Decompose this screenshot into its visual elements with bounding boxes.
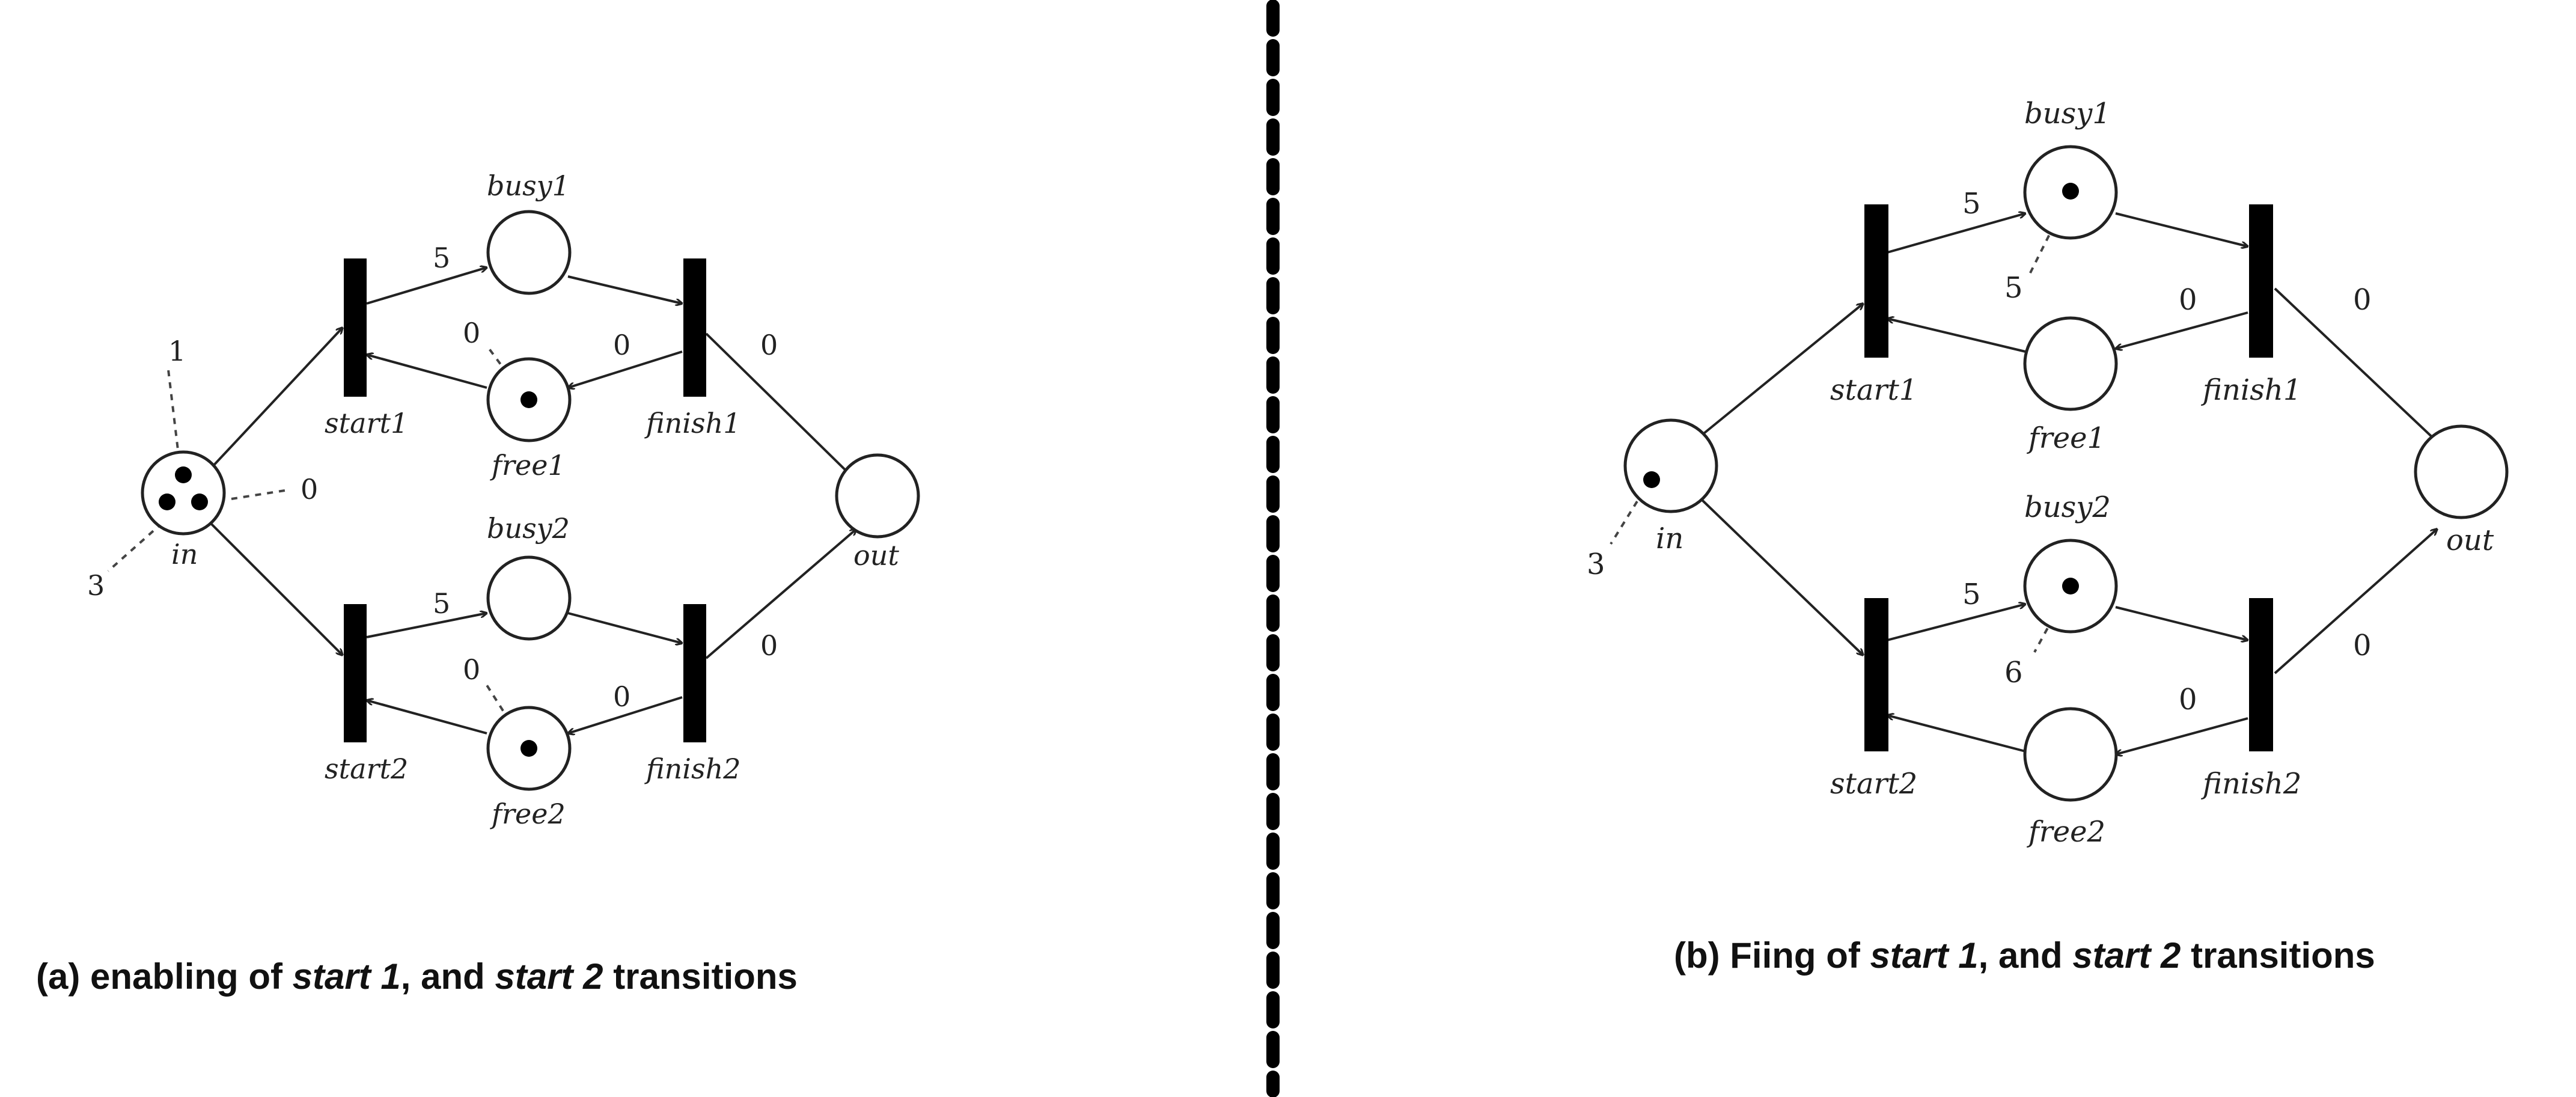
place-in [141,450,226,536]
diagram-b: in busy1 free1 busy2 free2 out start1 fi… [1587,97,2509,976]
arc-in-start1 [209,328,343,470]
arc-finish1-free1 [568,350,683,388]
arc-finish1-free1 [2116,311,2248,349]
transition-finish1 [683,258,706,397]
arc-free1-start1 [367,355,487,389]
label-start2: start2 [1830,767,1917,801]
label-start1: start1 [1830,373,1917,407]
arc-free1-start1 [1887,319,2026,353]
annotation-in-top: 1 [168,335,186,367]
token [175,466,192,483]
arc-in-start2 [1700,498,1863,655]
weight-finish1-free1: 0 [2179,283,2197,317]
label-in: in [171,538,198,570]
label-out: out [2446,524,2494,557]
transition-start1 [344,258,367,397]
token [2062,578,2079,594]
token [159,493,175,510]
weight-finish1-out: 0 [760,329,778,361]
token [1643,471,1660,488]
arc-free2-start2 [367,700,487,735]
arc-finish2-free2 [568,696,683,733]
label-free1: free1 [490,449,566,481]
arc-start2-busy2 [1887,604,2025,641]
place-free2 [2023,707,2118,802]
annotation-in-bottom: 3 [1587,548,1605,581]
label-finish1: finish1 [2201,373,2301,407]
weight-finish2-free2: 0 [2179,683,2197,717]
weight-start2-busy2: 5 [1962,578,1981,611]
arc-busy1-finish1 [567,275,682,304]
label-finish2: finish2 [2201,767,2301,801]
weight-finish1-free1: 0 [613,329,630,361]
label-busy2: busy2 [2024,490,2111,524]
arc-finish1-out [705,332,856,481]
weight-finish2-free2: 0 [613,680,630,713]
annotation-in-bottom: 3 [87,569,105,602]
place-out [2414,424,2509,519]
arc-finish2-out [705,529,856,659]
leader-in-top [167,369,180,460]
busy2-tag: 6 [2004,656,2023,689]
label-start1: start1 [325,407,408,439]
caption-a: (a) enabling of start 1, and start 2 tra… [36,956,798,997]
label-finish2: finish2 [644,753,741,785]
transition-start2 [344,604,367,742]
arc-busy2-finish2 [2115,606,2248,640]
arc-busy2-finish2 [567,612,682,643]
token [191,493,208,510]
label-busy1: busy1 [487,170,570,202]
label-out: out [853,539,899,572]
label-busy1: busy1 [2024,97,2111,130]
weight-finish2-out: 0 [760,629,778,662]
transition-start1 [1864,204,1888,358]
token [2062,183,2079,200]
arc-start1-busy1 [366,267,487,305]
label-start2: start2 [325,753,408,785]
arc-in-start2 [209,522,343,655]
free2-tag: 0 [463,653,480,686]
place-in [1623,418,1718,513]
transition-finish1 [2249,204,2273,358]
label-in: in [1656,522,1683,555]
arc-finish2-out [2274,529,2437,674]
label-busy2: busy2 [487,512,570,545]
place-out [835,453,920,539]
arc-start2-busy2 [366,613,487,638]
label-free2: free2 [490,798,566,830]
place-free1 [2023,316,2118,411]
diagram-a: in busy1 free1 busy2 free2 out start1 fi… [36,170,920,997]
label-free1: free1 [2027,421,2105,455]
transition-start2 [1864,598,1888,751]
weight-start1-busy1: 5 [433,242,450,274]
arc-finish1-out [2274,287,2437,442]
free1-tag: 0 [463,317,480,349]
place-busy1 [486,210,572,295]
label-free2: free2 [2027,815,2105,849]
place-busy2 [486,555,572,641]
transition-finish2 [2249,598,2273,751]
weight-start2-busy2: 5 [433,587,450,620]
label-finish1: finish1 [644,407,741,439]
token [520,740,537,757]
annotation-in-right: 0 [301,473,318,506]
leader-in-right [231,489,289,500]
weight-finish1-out: 0 [2353,283,2372,317]
caption-b: (b) Fiing of start 1, and start 2 transi… [1674,935,2375,976]
busy1-tag: 5 [2004,271,2023,305]
weight-start1-busy1: 5 [1962,187,1981,221]
arc-free2-start2 [1887,715,2026,753]
leader-in-bottom [107,522,163,572]
token [520,391,537,408]
arc-finish2-free2 [2116,717,2248,754]
arc-in-start1 [1700,304,1863,437]
weight-finish2-out: 0 [2353,629,2372,662]
arc-start1-busy1 [1887,213,2025,254]
transition-finish2 [683,604,706,742]
arc-busy1-finish1 [2115,212,2248,246]
